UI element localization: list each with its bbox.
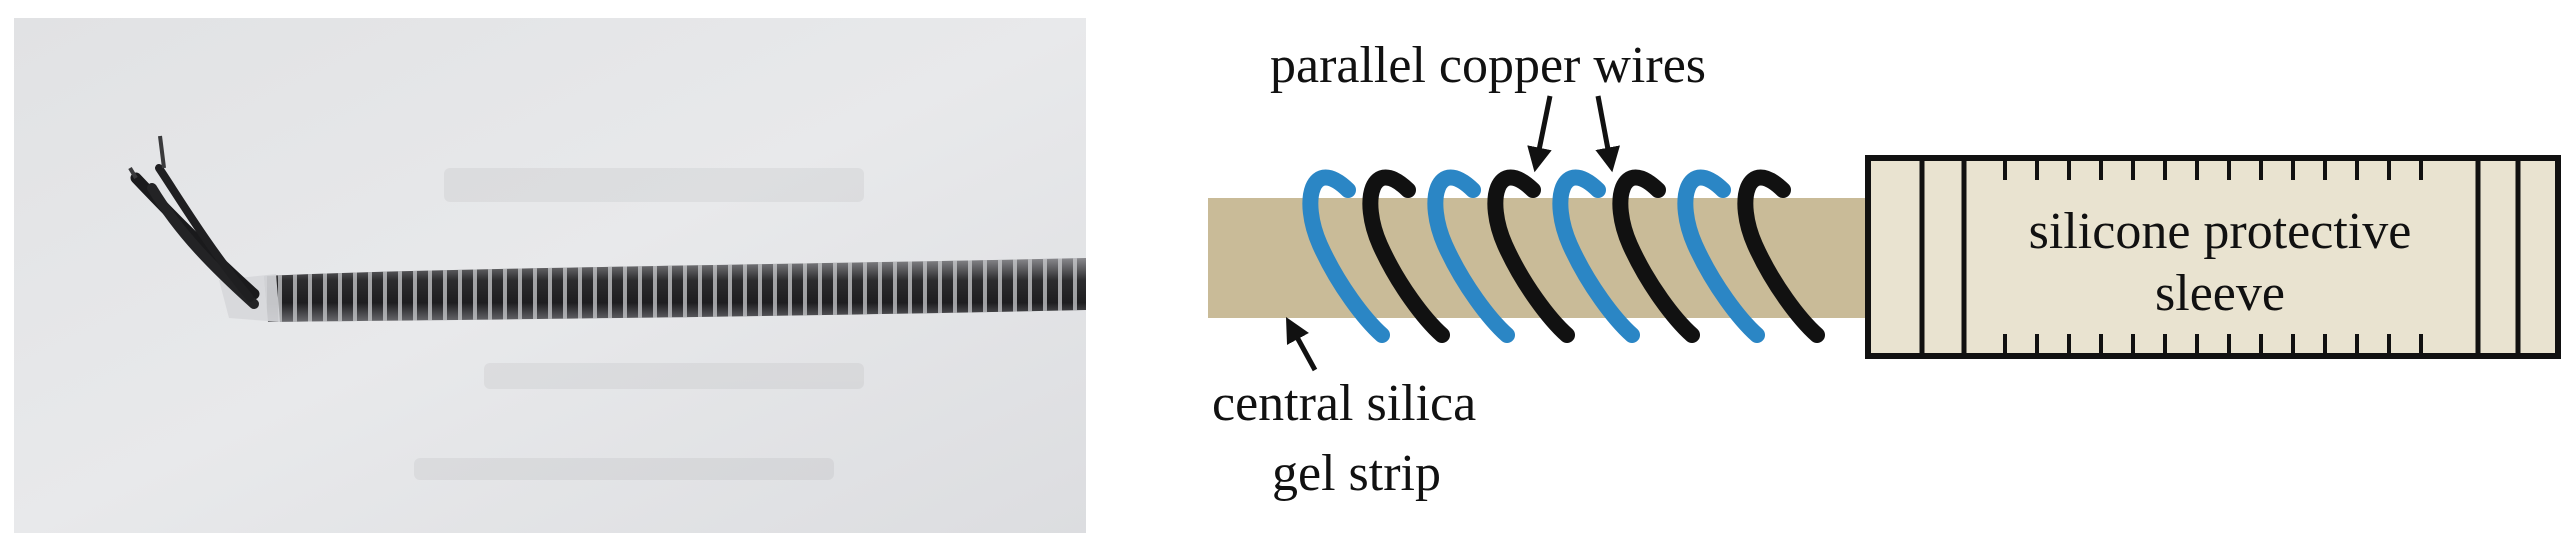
strip-arrow (1285, 317, 1318, 372)
sensor-photo-image (14, 18, 1086, 533)
sleeve-label-line1: silicone protective (2029, 203, 2412, 260)
wires-arrow-1 (1527, 95, 1553, 173)
wires-label: parallel copper wires (1270, 37, 1706, 94)
silicone-protective-sleeve (1865, 155, 2561, 359)
copper-wire-blue (1302, 169, 1765, 343)
sensor-diagram: silicone protective sleeve parallel copp… (1160, 0, 2567, 550)
sensor-diagram-svg: silicone protective sleeve parallel copp… (1208, 37, 2561, 502)
parallel-copper-wires (1302, 169, 1825, 343)
strip-label-line1: central silica (1212, 375, 1476, 432)
wires-arrow-2 (1595, 95, 1620, 173)
sensor-photo (14, 18, 1086, 533)
copper-wire-black (1362, 169, 1825, 343)
sleeve-label-line2: sleeve (2155, 265, 2285, 322)
strip-label-line2: gel strip (1272, 445, 1441, 502)
